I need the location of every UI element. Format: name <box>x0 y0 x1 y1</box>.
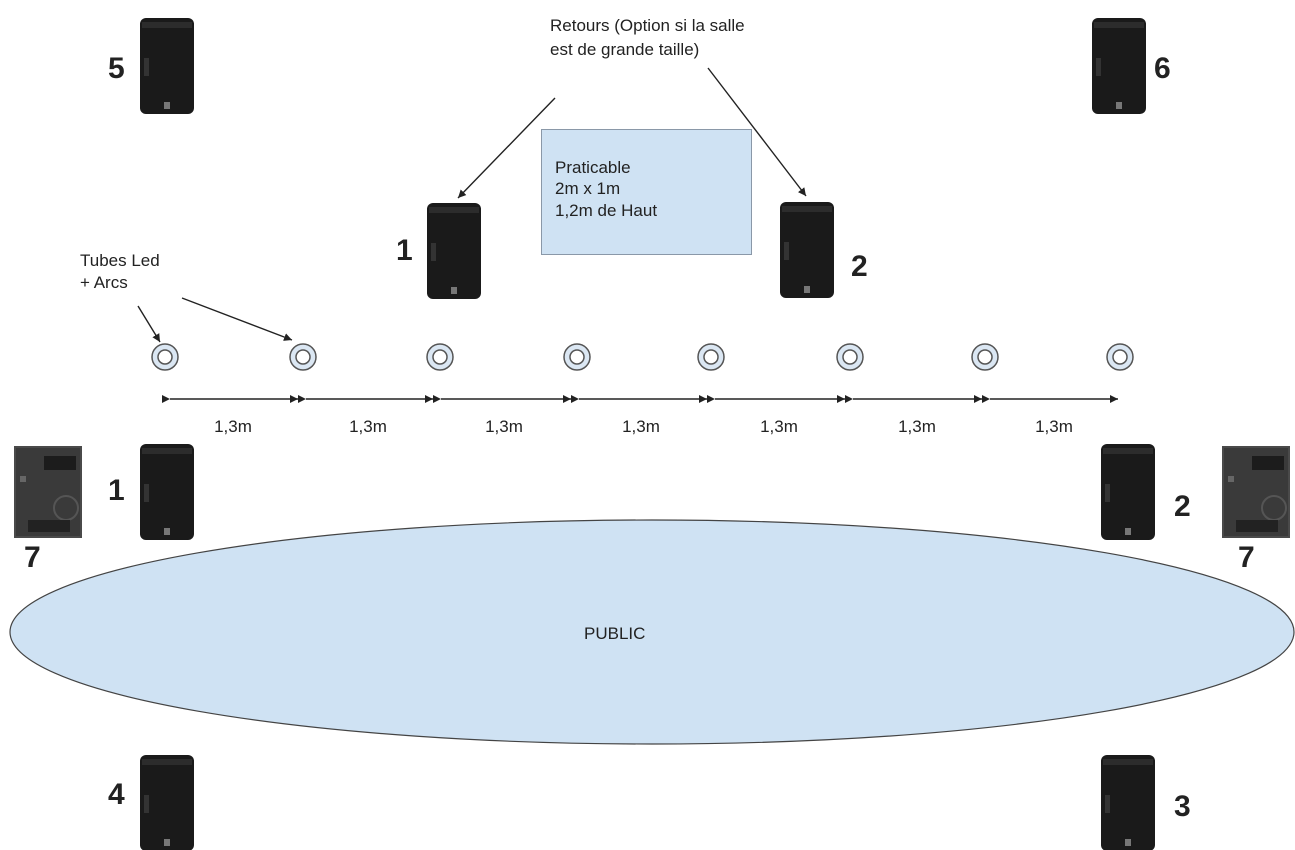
rear-speaker-4 <box>140 755 194 850</box>
distance-label: 1,3m <box>622 417 660 436</box>
public-area <box>9 519 1295 745</box>
pointer-arrow <box>707 67 807 197</box>
speaker-5 <box>140 18 194 114</box>
monitor-speaker-1 <box>427 203 481 299</box>
monitor-number-2: 2 <box>851 250 868 283</box>
stage-platform <box>541 129 752 255</box>
led-tubes-annotation: Tubes Led + Arcs <box>80 250 190 294</box>
distance-label: 1,3m <box>1035 417 1073 436</box>
subwoofer-left <box>13 445 83 539</box>
distance-label: 1,3m <box>485 417 523 436</box>
monitors-annotation: Retours (Option si la salle est de grand… <box>550 16 745 59</box>
main-speaker-2 <box>1101 444 1155 540</box>
led-tube <box>563 343 591 371</box>
rear-speaker-3 <box>1101 755 1155 850</box>
pointer-arrow <box>457 97 556 199</box>
led-tubes-line1: Tubes Led <box>80 251 160 270</box>
sub-number-left: 7 <box>24 541 41 574</box>
monitor-number-1: 1 <box>396 234 413 267</box>
platform-title: Praticable <box>555 158 631 177</box>
platform-size: 2m x 1m <box>555 179 621 199</box>
speaker-6 <box>1092 18 1146 114</box>
subwoofer-right <box>1221 445 1291 539</box>
rear-speaker-number-3: 3 <box>1174 790 1191 823</box>
distance-label: 1,3m <box>898 417 936 436</box>
led-tube <box>697 343 725 371</box>
stage-platform-label: Praticable 2m x 1m 1,2m de Haut <box>555 157 657 221</box>
main-speaker-number-1: 1 <box>108 474 125 507</box>
distance-label: 1,3m <box>760 417 798 436</box>
led-tube <box>426 343 454 371</box>
led-tube <box>971 343 999 371</box>
led-tube <box>289 343 317 371</box>
speaker-number-5: 5 <box>108 52 125 85</box>
pointer-arrow <box>181 297 293 341</box>
distance-label: 1,3m <box>349 417 387 436</box>
led-tube <box>1106 343 1134 371</box>
main-speaker-1 <box>140 444 194 540</box>
pointer-arrow <box>137 305 161 343</box>
speaker-number-6: 6 <box>1154 52 1171 85</box>
monitor-speaker-2 <box>780 202 834 298</box>
led-tubes-line2: + Arcs <box>80 273 128 293</box>
sub-number-right: 7 <box>1238 541 1255 574</box>
platform-height: 1,2m de Haut <box>555 200 658 220</box>
led-tube <box>836 343 864 371</box>
led-tube <box>151 343 179 371</box>
main-speaker-number-2: 2 <box>1174 490 1191 523</box>
rear-speaker-number-4: 4 <box>108 778 125 811</box>
public-label: PUBLIC <box>584 624 646 643</box>
distance-label: 1,3m <box>214 417 252 436</box>
